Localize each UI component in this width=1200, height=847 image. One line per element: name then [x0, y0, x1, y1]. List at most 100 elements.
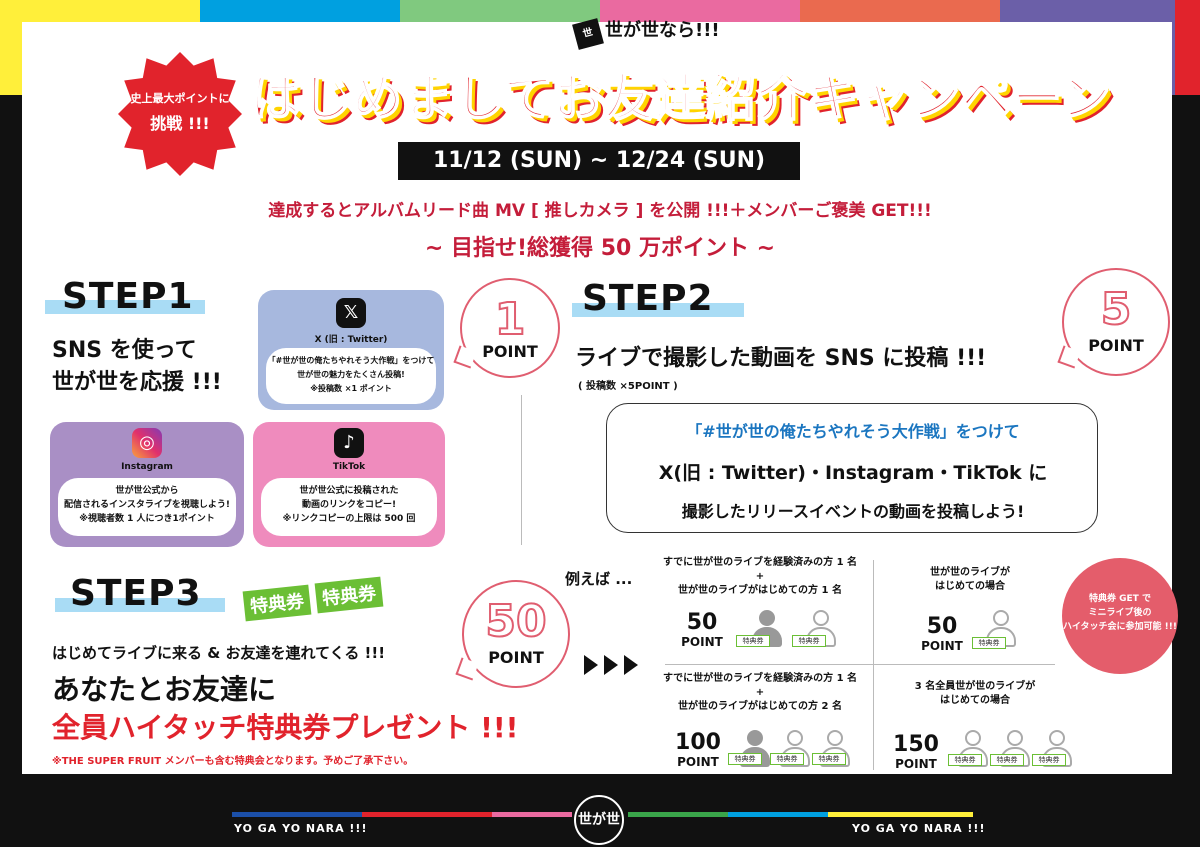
- instagram-card-body: 世が世公式から 配信されるインスタライブを視聴しよう! ※視聴者数 1 人につき…: [58, 478, 236, 536]
- example1-score-unit: POINT: [681, 635, 723, 649]
- example2-line1: 世が世のライブが: [930, 567, 1010, 578]
- example4-score-unit: POINT: [895, 757, 937, 771]
- footer-text-left: YO GA YO NARA !!!: [234, 822, 368, 835]
- bonus-line3: ハイタッチ会に参加可能 !!!: [1063, 622, 1177, 632]
- badge-line2: 挑戦 !!!: [150, 114, 210, 133]
- example3-score-unit: POINT: [677, 755, 719, 769]
- footer-stripe-yellow: [828, 812, 973, 817]
- example3-plus: +: [755, 687, 765, 698]
- step1-line2: 世が世を応援 !!!: [52, 370, 222, 395]
- step3-underline: [55, 598, 225, 612]
- tiktok-card: ♪ TikTok 世が世公式に投稿された 動画のリンクをコピー! ※リンクコピー…: [253, 422, 445, 547]
- example1-plus: +: [755, 571, 765, 582]
- example3-score: 100 POINT: [666, 730, 730, 769]
- badge-line1: 史上最大ポイントに: [130, 92, 230, 105]
- footer-stripe-cyan: [728, 812, 828, 817]
- tiktok-card-line2: 動画のリンクをコピー!: [301, 500, 397, 510]
- ticket-icon: 特典券: [948, 754, 982, 766]
- example4-score: 150 POINT: [884, 732, 948, 771]
- ticket-icon: 特典券: [770, 753, 804, 765]
- example3-text: すでに世が世のライブを経験済みの方 1 名 + 世が世のライブがはじめての方 2…: [655, 672, 865, 714]
- step3-line3: 全員ハイタッチ特典券プレゼント !!!: [52, 711, 519, 744]
- examples-intro: 例えば ...: [565, 570, 633, 588]
- step3-points-label: POINT: [488, 648, 544, 667]
- arrow-icon: [584, 655, 598, 675]
- instagram-card-line1: 世が世公式から: [115, 486, 179, 496]
- step2-points-number: 5: [1100, 283, 1133, 336]
- examples-h-divider: [665, 664, 1055, 665]
- step1-line1: SNS を使って: [52, 338, 197, 363]
- example4-text: 3 名全員世が世のライブが はじめての場合: [890, 680, 1060, 708]
- example4-score-value: 150: [893, 732, 939, 757]
- target-line: ~ 目指せ!総獲得 50 万ポイント ~: [424, 236, 776, 261]
- arrow-icon: [624, 655, 638, 675]
- bonus-circle: 特典券 GET で ミニライブ後の ハイタッチ会に参加可能 !!!: [1062, 558, 1178, 674]
- tiktok-card-label: TikTok: [332, 462, 366, 472]
- step1-underline: [45, 300, 205, 314]
- example2-line2: はじめての場合: [935, 581, 1005, 592]
- step1-heading: STEP1: [62, 276, 194, 317]
- step2-instruction-box: 「#世が世の俺たちやれそう大作戦」をつけて X(旧 : Twitter)・Ins…: [606, 403, 1098, 533]
- example4-line2: はじめての場合: [940, 695, 1010, 706]
- example3-line2: 世が世のライブがはじめての方 2 名: [678, 701, 842, 712]
- tiktok-card-line1: 世が世公式に投稿された: [299, 486, 399, 496]
- ticket-icon: 特典券: [812, 753, 846, 765]
- step2-note: ( 投稿数 ×5POINT ): [578, 381, 678, 392]
- step3-point-bubble: 50 POINT: [455, 580, 570, 688]
- footer-text-right: YO GA YO NARA !!!: [852, 822, 986, 835]
- ticket-icon: 特典券: [728, 753, 762, 765]
- example1-text: すでに世が世のライブを経験済みの方 1 名 + 世が世のライブがはじめての方 1…: [655, 556, 865, 598]
- footer-stripe-red: [362, 812, 492, 817]
- ticket-icon: 特典券: [1032, 754, 1066, 766]
- step2-points-label: POINT: [1088, 336, 1144, 355]
- x-card-label: X (旧 : Twitter): [314, 335, 388, 345]
- tiktok-icon: ♪: [334, 428, 364, 458]
- step2-box-line2: X(旧 : Twitter)・Instagram・TikTok に: [658, 462, 1048, 484]
- arrow-icon: [604, 655, 618, 675]
- step1-points-label: POINT: [482, 342, 538, 361]
- bonus-line2: ミニライブ後の: [1088, 608, 1152, 618]
- footer-stripe-green: [628, 812, 728, 817]
- step1-points-number: 1: [494, 293, 527, 346]
- example1-score: 50 POINT: [672, 610, 732, 649]
- example4-line1: 3 名全員世が世のライブが: [914, 681, 1036, 692]
- ticket-icon: 特典券: [972, 637, 1006, 649]
- goal-line: 達成するとアルバムリード曲 MV [ 推しカメラ ] を公開 !!!＋メンバーご…: [268, 201, 932, 221]
- step3-line1: はじめてライブに来る & お友達を連れてくる !!!: [52, 644, 386, 662]
- bonus-line1: 特典券 GET で: [1089, 594, 1151, 604]
- example3-score-value: 100: [675, 730, 721, 755]
- step2-line1: ライブで撮影した動画を SNS に投稿 !!!: [575, 346, 987, 371]
- step1-point-bubble: 1 POINT: [453, 278, 560, 378]
- brand-logo: 世世が世なら!!!: [572, 16, 720, 50]
- stripe-red: [1175, 0, 1200, 95]
- step3-heading: STEP3: [70, 573, 202, 614]
- step3-points-number: 50: [484, 595, 547, 648]
- frame-left-accent: [0, 0, 18, 847]
- example3-line1: すでに世が世のライブを経験済みの方 1 名: [662, 673, 858, 684]
- example2-score-value: 50: [926, 614, 958, 639]
- instagram-card-line3: ※視聴者数 1 人につき1ポイント: [79, 514, 215, 524]
- example2-score-unit: POINT: [921, 639, 963, 653]
- example1-line2: 世が世のライブがはじめての方 1 名: [678, 585, 842, 596]
- example2-score: 50 POINT: [912, 614, 972, 653]
- ticket-icon: 特典券: [736, 635, 770, 647]
- x-card-line1: 「#世が世の俺たちやれそう大作戦」をつけて: [267, 356, 435, 365]
- example2-text: 世が世のライブが はじめての場合: [890, 566, 1050, 594]
- ticket-icon: 特典券: [990, 754, 1024, 766]
- examples-v-divider: [873, 560, 874, 770]
- vertical-divider: [521, 395, 522, 545]
- step2-box-line3: 撮影したリリースイベントの動画を投稿しよう!: [681, 502, 1025, 521]
- footer-logo: 世が世: [574, 795, 624, 845]
- x-card-body: 「#世が世の俺たちやれそう大作戦」をつけて 世が世の魅力をたくさん投稿! ※投稿…: [266, 348, 436, 404]
- instagram-icon: ◎: [132, 428, 162, 458]
- x-card: 𝕏 X (旧 : Twitter) 「#世が世の俺たちやれそう大作戦」をつけて …: [258, 290, 444, 410]
- step2-point-bubble: 5 POINT: [1057, 268, 1170, 376]
- campaign-title: はじめましてお友達紹介キャンペーン: [249, 68, 1112, 128]
- step2-box-line1: 「#世が世の俺たちやれそう大作戦」をつけて: [686, 422, 1020, 441]
- step2-heading: STEP2: [582, 278, 714, 319]
- tiktok-card-body: 世が世公式に投稿された 動画のリンクをコピー! ※リンクコピーの上限は 500 …: [261, 478, 437, 536]
- brand-logo-text: 世が世なら!!!: [605, 20, 720, 41]
- ticket-icon: 特典券: [792, 635, 826, 647]
- footer-stripe-blue: [232, 812, 362, 817]
- step3-note: ※THE SUPER FRUIT メンバーも含む特典会となります。予めご了承下さ…: [52, 756, 414, 767]
